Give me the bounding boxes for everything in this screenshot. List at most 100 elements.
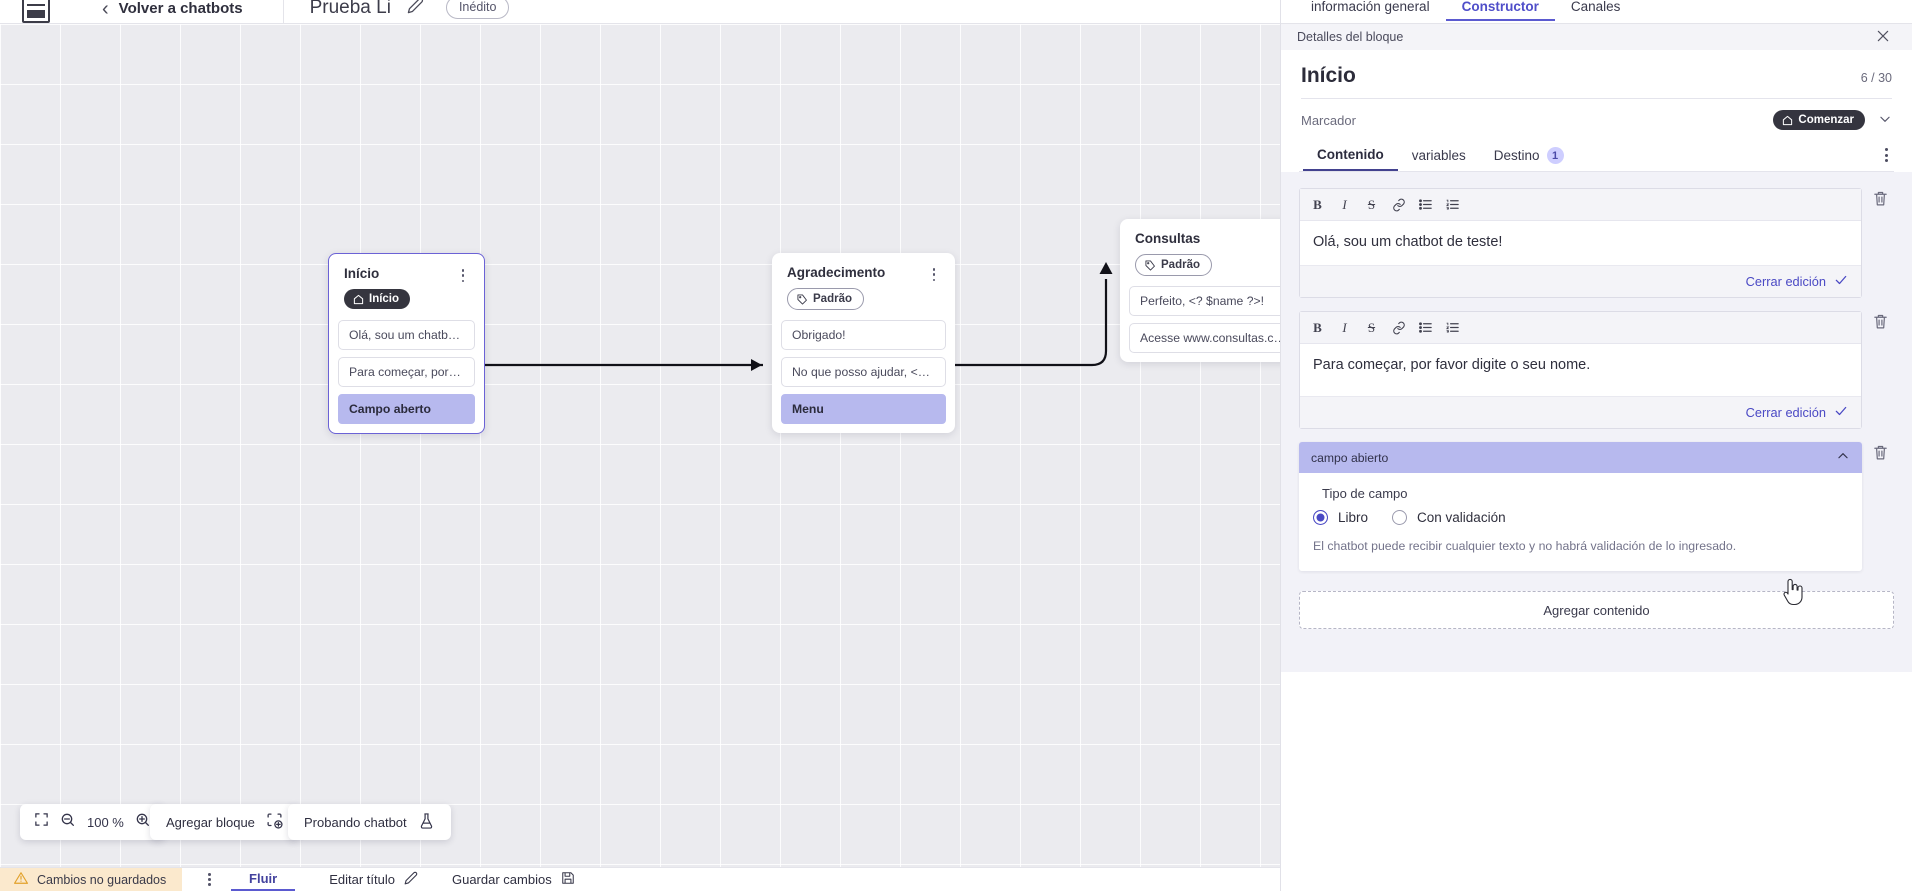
zoom-out-icon[interactable] bbox=[60, 812, 76, 833]
node-header: Agradecimento bbox=[772, 253, 955, 282]
italic-icon[interactable]: I bbox=[1342, 196, 1347, 212]
tab-variables-label: variables bbox=[1411, 148, 1466, 163]
test-chatbot-button[interactable]: Probando chatbot bbox=[288, 804, 451, 840]
node-chip-inicio: Início bbox=[344, 289, 411, 310]
bold-icon[interactable]: B bbox=[1313, 196, 1322, 212]
panel-body: Início 6 / 30 Marcador Comenzar Contenid… bbox=[1281, 50, 1912, 672]
node-row[interactable]: No que posso ajudar, <? $name ... bbox=[781, 357, 946, 388]
marcador-value-chip[interactable]: Comenzar bbox=[1773, 110, 1865, 130]
italic-icon[interactable]: I bbox=[1342, 319, 1347, 335]
panel-overflow-menu-button[interactable] bbox=[1879, 147, 1894, 171]
node-chip-label: Início bbox=[369, 293, 400, 306]
node-row[interactable]: Acesse www.consultas.com par... bbox=[1129, 323, 1298, 354]
strikethrough-icon[interactable]: S bbox=[1367, 319, 1376, 335]
unsaved-changes-label: Cambios no guardados bbox=[37, 872, 167, 887]
rich-text-editor[interactable]: B I S bbox=[1299, 311, 1862, 430]
zoom-in-icon[interactable] bbox=[135, 812, 151, 833]
radio-libro[interactable] bbox=[1313, 510, 1328, 526]
numbered-list-icon[interactable] bbox=[1439, 316, 1466, 339]
block-title: Início bbox=[1301, 64, 1356, 87]
radio-con-validacion-label: Con validación bbox=[1417, 510, 1506, 526]
node-title: Início bbox=[344, 266, 380, 281]
delete-icon[interactable] bbox=[1872, 188, 1894, 212]
pencil-icon bbox=[404, 871, 418, 888]
tab-contenido[interactable]: Contenido bbox=[1303, 147, 1398, 171]
close-edit-button[interactable]: Cerrar edición bbox=[1745, 405, 1826, 421]
bottom-menu-button[interactable] bbox=[208, 872, 212, 887]
editor-footer: Cerrar edición bbox=[1300, 396, 1861, 429]
strikethrough-icon[interactable]: S bbox=[1367, 196, 1376, 212]
node-row[interactable]: Para começar, por favor digite o ... bbox=[338, 356, 475, 387]
tab-canales[interactable]: Canales bbox=[1570, 0, 1621, 14]
node-row[interactable]: Olá, sou um chatbot de teste! bbox=[338, 319, 475, 350]
editor-footer: Cerrar edición bbox=[1300, 265, 1861, 298]
rich-text-editor[interactable]: B I S bbox=[1299, 188, 1862, 299]
fit-screen-icon[interactable] bbox=[34, 812, 49, 832]
bold-icon[interactable]: B bbox=[1313, 319, 1322, 335]
node-menu-button[interactable] bbox=[926, 265, 942, 282]
node-title: Agradecimento bbox=[787, 265, 886, 280]
open-field-header[interactable]: campo abierto bbox=[1299, 442, 1862, 474]
edit-pencil-icon[interactable] bbox=[407, 0, 424, 19]
node-chip-padrao: Padrão bbox=[1135, 254, 1212, 277]
node-title: Consultas bbox=[1135, 231, 1201, 246]
block-title-row: Início 6 / 30 bbox=[1299, 50, 1894, 88]
zoom-level: 100 % bbox=[87, 814, 124, 830]
back-to-chatbots-link[interactable]: Volver a chatbots bbox=[118, 0, 243, 17]
editor-text[interactable]: Olá, sou um chatbot de teste! bbox=[1300, 221, 1861, 266]
field-type-radio-group[interactable]: Libro Con validación bbox=[1313, 510, 1848, 526]
content-item: campo abierto Tipo de campo Libro bbox=[1299, 442, 1894, 572]
node-rows: Obrigado! No que posso ajudar, <? $name … bbox=[772, 310, 955, 425]
destino-count-badge: 1 bbox=[1546, 147, 1564, 164]
add-block-label: Agregar bloque bbox=[166, 814, 255, 830]
node-rows: Perfeito, <? $name ?>! Acesse www.consul… bbox=[1120, 276, 1307, 354]
link-icon[interactable] bbox=[1385, 316, 1412, 339]
node-chip-row: Padrão bbox=[1120, 247, 1307, 277]
close-icon[interactable] bbox=[1876, 29, 1890, 46]
bullet-list-icon[interactable] bbox=[1412, 316, 1439, 339]
numbered-list-icon[interactable] bbox=[1439, 193, 1466, 216]
unsaved-changes-indicator: Cambios no guardados bbox=[0, 868, 183, 891]
link-icon[interactable] bbox=[1385, 193, 1412, 216]
bullet-list-icon[interactable] bbox=[1412, 193, 1439, 216]
edit-title-button[interactable]: Editar título bbox=[329, 868, 418, 891]
flow-node-agradecimento[interactable]: Agradecimento Padrão Obrigado! No que po… bbox=[772, 253, 955, 434]
test-chatbot-label: Probando chatbot bbox=[304, 814, 407, 830]
editor-text[interactable]: Para começar, por favor digite o seu nom… bbox=[1300, 344, 1861, 397]
open-field-block[interactable]: campo abierto Tipo de campo Libro bbox=[1299, 442, 1862, 572]
topbar-divider bbox=[282, 0, 284, 28]
add-content-button[interactable]: Agregar contenido bbox=[1299, 591, 1894, 630]
flow-node-inicio[interactable]: Início Início Olá, sou um chatbot de tes… bbox=[328, 253, 485, 434]
tab-informacion-general[interactable]: información general bbox=[1311, 0, 1430, 14]
add-block-button[interactable]: Agregar bloque bbox=[150, 804, 299, 840]
node-chip-label: Padrão bbox=[813, 293, 852, 306]
check-icon[interactable] bbox=[1834, 404, 1848, 421]
close-edit-button[interactable]: Cerrar edición bbox=[1745, 274, 1826, 290]
panel-tab-bar: información general Constructor Canales bbox=[1281, 0, 1912, 24]
app-logo[interactable] bbox=[22, 0, 50, 23]
node-row-accent[interactable]: Campo aberto bbox=[338, 393, 475, 424]
node-row[interactable]: Perfeito, <? $name ?>! bbox=[1129, 286, 1298, 317]
tab-destino[interactable]: Destino 1 bbox=[1480, 147, 1578, 171]
node-menu-button[interactable] bbox=[455, 266, 471, 283]
back-chevron-icon[interactable]: ‹ bbox=[102, 0, 109, 20]
node-row-accent[interactable]: Menu bbox=[781, 394, 946, 425]
edit-title-label: Editar título bbox=[329, 872, 395, 887]
home-icon bbox=[1783, 115, 1793, 125]
editor-toolbar: B I S bbox=[1300, 189, 1861, 221]
tab-fluir[interactable]: Fluir bbox=[231, 868, 296, 891]
save-changes-button[interactable]: Guardar cambios bbox=[452, 868, 575, 891]
radio-con-validacion[interactable] bbox=[1392, 510, 1408, 526]
chevron-up-icon[interactable] bbox=[1836, 449, 1850, 466]
delete-icon[interactable] bbox=[1872, 311, 1894, 335]
flow-node-consultas[interactable]: Consultas Padrão Perfeito, <? $name ?>! … bbox=[1120, 219, 1307, 363]
tab-variables[interactable]: variables bbox=[1398, 148, 1480, 170]
block-details-panel: información general Constructor Canales … bbox=[1280, 0, 1912, 891]
delete-icon[interactable] bbox=[1872, 442, 1894, 466]
home-icon bbox=[353, 294, 364, 305]
chevron-down-icon[interactable] bbox=[1878, 112, 1892, 129]
zoom-toolbar[interactable]: 100 % bbox=[20, 804, 165, 840]
tab-constructor[interactable]: Constructor bbox=[1445, 0, 1555, 21]
node-row[interactable]: Obrigado! bbox=[781, 320, 946, 351]
check-icon[interactable] bbox=[1834, 273, 1848, 290]
